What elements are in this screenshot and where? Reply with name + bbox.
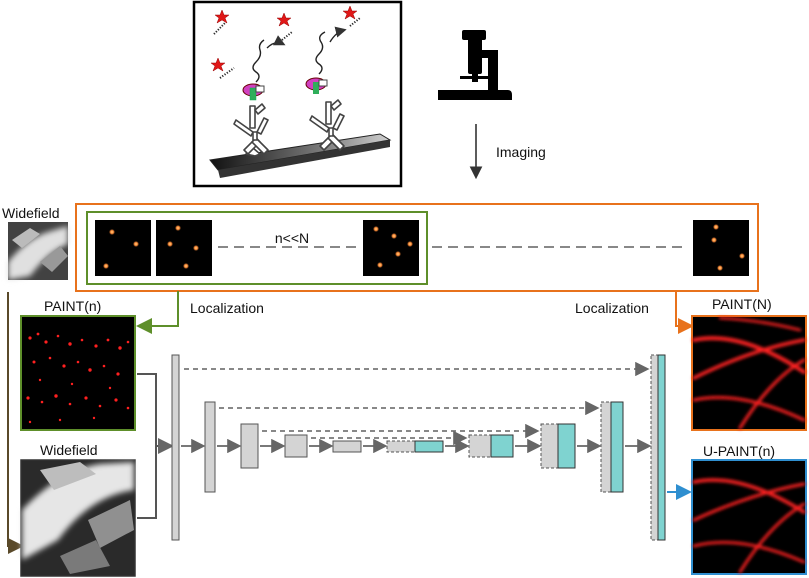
paint-n-image [20,315,136,431]
localization-right-label: Localization [575,300,649,316]
paint-N-image [691,315,807,431]
localization-arrow-right [675,291,694,334]
localization-left-label: Localization [190,300,264,316]
imaging-label: Imaging [496,144,546,160]
input-bracket [137,373,157,519]
dna-imager-strand-icon [213,17,361,83]
dye-docking-left [242,83,265,101]
antibody-icon-right [309,99,345,151]
raw-frame-N [693,220,749,276]
dye-docking-right [305,77,328,94]
localization-arrow-left [136,291,179,334]
schematic-panel [192,0,403,188]
antibody-icon-left [233,103,269,157]
paint-n-label: PAINT(n) [44,298,101,314]
raw-frame-n [363,220,419,276]
widefield-image [20,459,136,577]
microscope-icon [438,30,512,100]
unet-network [171,354,692,541]
all-frames-box [75,203,759,292]
widefield-down-arrow [7,292,24,554]
subset-frames-box [86,211,428,285]
fluorophore-star-icon [210,5,358,72]
u-paint-n-image [691,459,807,575]
frames-ratio-label: n<<N [275,230,309,246]
raw-frame-1 [95,220,151,276]
u-paint-n-label: U-PAINT(n) [703,443,775,459]
widefield-bottom-label: Widefield [40,442,98,458]
paint-N-label: PAINT(N) [712,296,772,312]
widefield-thumbnail [8,222,68,280]
raw-frame-2 [156,220,212,276]
widefield-top-label: Widefield [2,205,60,221]
